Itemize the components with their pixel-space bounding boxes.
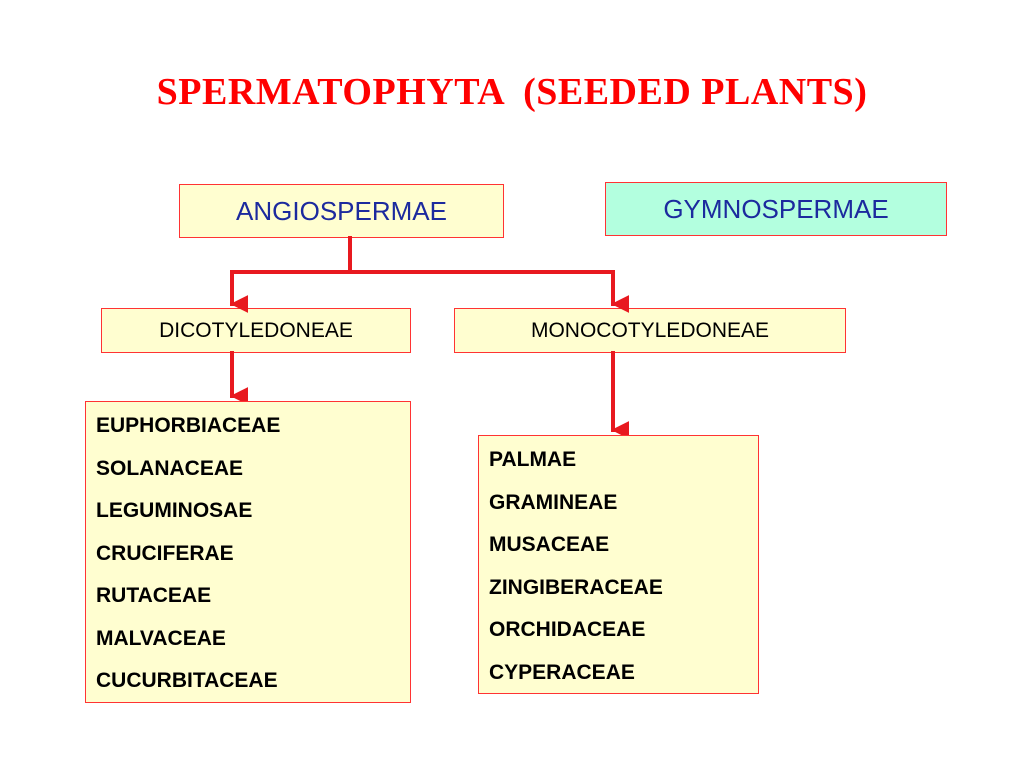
monocot-family-list: PALMAE GRAMINEAE MUSACEAE ZINGIBERACEAE … [478, 435, 759, 694]
list-item: EUPHORBIACEAE [96, 414, 281, 437]
list-item: LEGUMINOSAE [96, 499, 253, 522]
angiospermae-box: ANGIOSPERMAE [179, 184, 504, 238]
dicot-family-list: EUPHORBIACEAE SOLANACEAE LEGUMINOSAE CRU… [85, 401, 411, 703]
list-item: RUTACEAE [96, 584, 212, 607]
angiospermae-label: ANGIOSPERMAE [236, 195, 447, 226]
dicotyledoneae-box: DICOTYLEDONEAE [101, 308, 411, 353]
page-title: SPERMATOPHYTA (SEEDED PLANTS) [156, 71, 868, 113]
list-item: MUSACEAE [489, 533, 610, 556]
list-item: SOLANACEAE [96, 456, 244, 480]
list-item: CRUCIFERAE [96, 541, 234, 565]
list-item: CYPERACEAE [489, 660, 635, 684]
list-item: ORCHIDACEAE [489, 618, 646, 641]
monocotyledoneae-label: MONOCOTYLEDONEAE [530, 318, 770, 342]
gymnospermae-label: GYMNOSPERMAE [663, 193, 889, 224]
dicotyledoneae-label: DICOTYLEDONEAE [159, 318, 353, 342]
list-item: CUCURBITACEAE [96, 669, 278, 692]
monocotyledoneae-box: MONOCOTYLEDONEAE [454, 308, 846, 353]
gymnospermae-box: GYMNOSPERMAE [605, 182, 947, 236]
list-item: MALVACEAE [96, 626, 226, 650]
list-item: GRAMINEAE [489, 490, 618, 514]
list-item: PALMAE [489, 448, 577, 471]
list-item: ZINGIBERACEAE [489, 575, 663, 599]
